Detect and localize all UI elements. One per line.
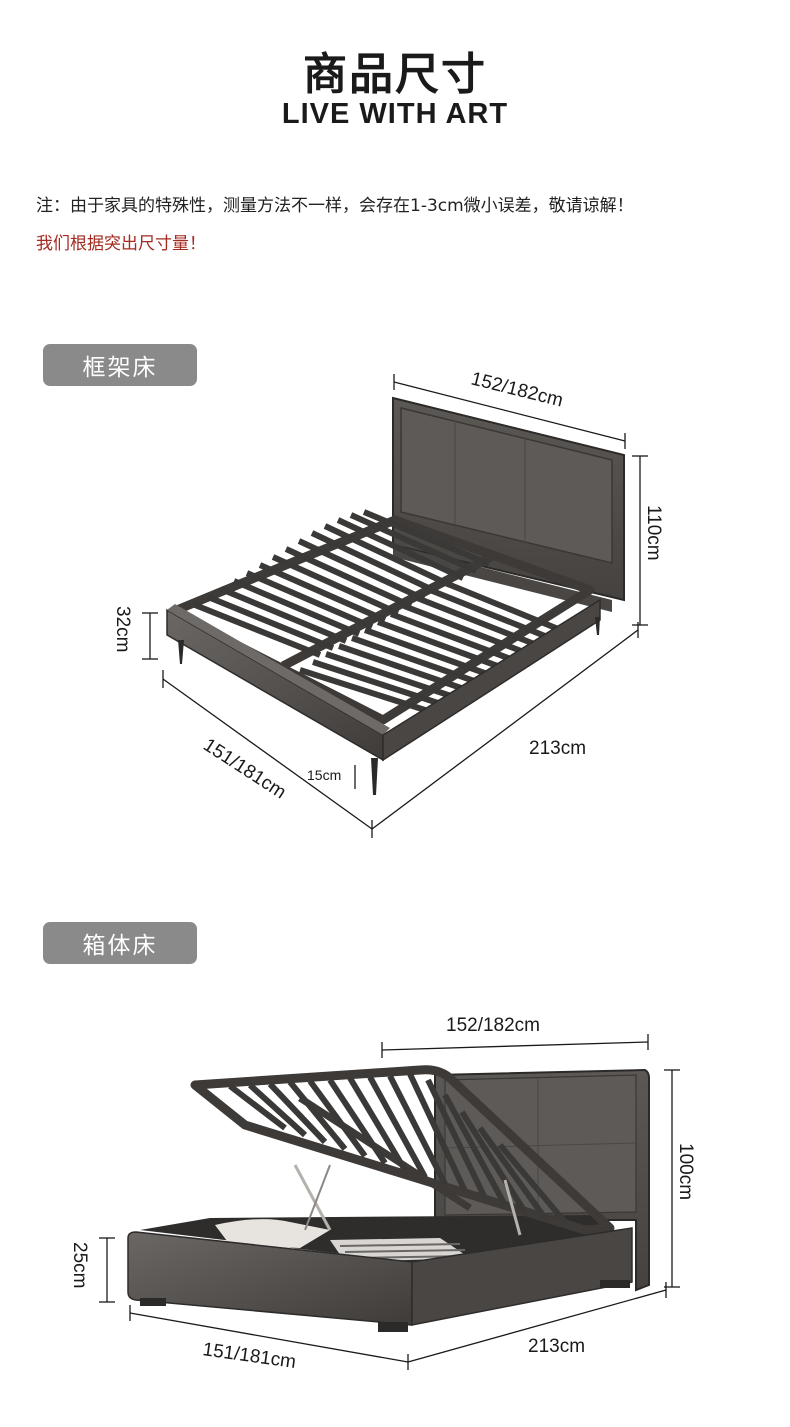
dim-frame-height: 25cm <box>69 1242 90 1288</box>
dim-height: 110cm <box>643 505 664 561</box>
dim-height: 100cm <box>675 1143 696 1200</box>
dim-length: 213cm <box>529 738 586 759</box>
storage-bed-illustration: 152/182cm 100cm 25cm 151/181cm 213cm <box>69 1015 696 1373</box>
dim-length: 213cm <box>528 1336 585 1357</box>
dim-headboard-width: 152/182cm <box>446 1015 540 1036</box>
frame-bed-illustration: 152/182cm 110cm 32cm 151/181cm 213cm 15c… <box>112 368 664 838</box>
dim-width: 151/181cm <box>201 1339 297 1373</box>
dim-frame-height: 32cm <box>112 606 133 652</box>
page-subtitle: LIVE WITH ART <box>281 98 509 130</box>
measurement-note-highlight: 我们根据突出尺寸量！ <box>36 234 206 254</box>
dim-width: 151/181cm <box>199 735 289 804</box>
section-tag-storage-bed: 箱体床 <box>43 922 197 964</box>
page-title: 商品尺寸 <box>303 49 487 100</box>
measurement-note: 注：由于家具的特殊性，测量方法不一样，会存在1-3cm微小误差，敬请谅解！ <box>36 196 634 216</box>
section-tag-frame-bed: 框架床 <box>43 344 197 386</box>
dim-leg: 15cm <box>307 767 341 783</box>
